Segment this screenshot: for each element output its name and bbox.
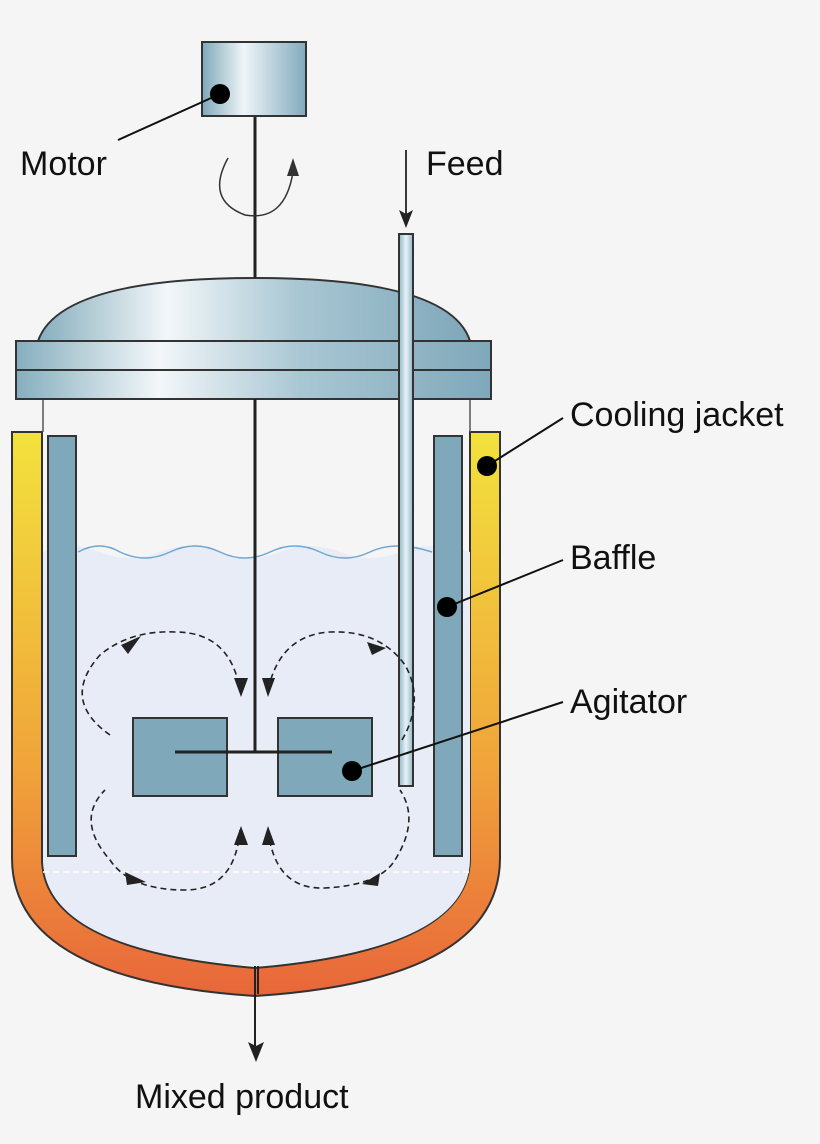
motor-label: Motor [20,145,107,183]
mixed-product-label: Mixed product [135,1078,349,1116]
cooling-jacket-leader [486,417,564,467]
baffle-left [47,435,77,857]
baffle-label: Baffle [570,539,657,577]
feed-arrow [399,210,413,228]
impeller-blade-right [277,717,373,797]
feed-label: Feed [426,145,504,183]
motor-dot [210,84,230,104]
agitator-leader [351,701,564,772]
cooling-jacket-label: Cooling jacket [570,396,784,434]
liquid-surface [77,545,433,559]
motor-box [201,41,307,117]
flange-upper [15,340,492,371]
lid-dome [36,276,472,342]
baffle-dot [437,597,457,617]
baffle-leader [446,559,564,608]
cooling-jacket-dot [477,456,497,476]
flange-lower [15,369,492,400]
motor-leader [117,93,221,141]
feed-pipe [398,233,414,787]
liquid [43,546,470,966]
agitator-dot [342,761,362,781]
agitator-label: Agitator [570,683,688,721]
cooling-jacket [11,431,501,998]
rotation-arrow [218,157,294,217]
baffle-right [433,435,463,857]
flow-arrows [81,631,416,891]
impeller-blade-left [132,717,228,797]
product-arrow [248,1042,264,1062]
